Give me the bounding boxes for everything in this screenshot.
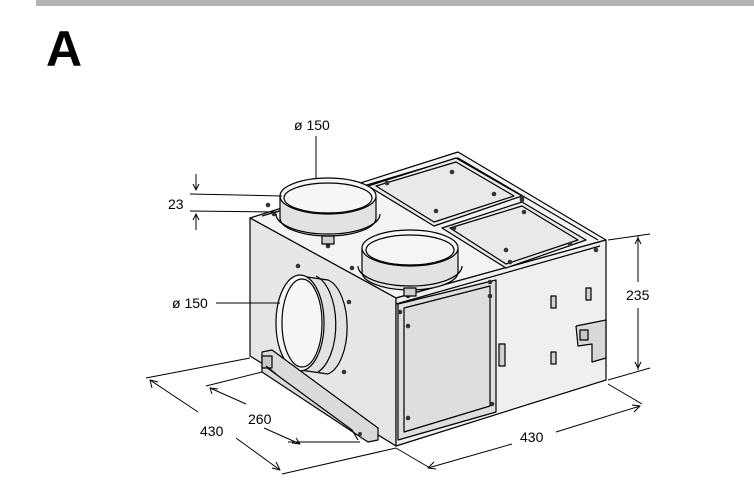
top-duct-diameter-label: ø 150 — [294, 117, 330, 133]
panel-slot — [498, 343, 506, 367]
height-label: 235 — [626, 287, 650, 303]
top-service-panels — [367, 157, 587, 269]
dimension-lines — [145, 136, 651, 475]
top-duct-rear — [275, 177, 381, 245]
top-panel-front — [441, 201, 587, 269]
depth-label: 430 — [200, 423, 224, 439]
side-duct — [275, 274, 348, 375]
figure-letter: A — [46, 21, 83, 77]
width-label: 430 — [520, 429, 544, 445]
front-service-panel — [397, 279, 607, 441]
top-rule — [36, 0, 754, 6]
collar-height-label: 23 — [168, 196, 184, 212]
side-duct-diameter-label: ø 150 — [172, 295, 208, 311]
mounting-bracket — [261, 349, 379, 443]
mount-width-label: 260 — [248, 411, 272, 427]
top-duct-front — [357, 229, 463, 297]
